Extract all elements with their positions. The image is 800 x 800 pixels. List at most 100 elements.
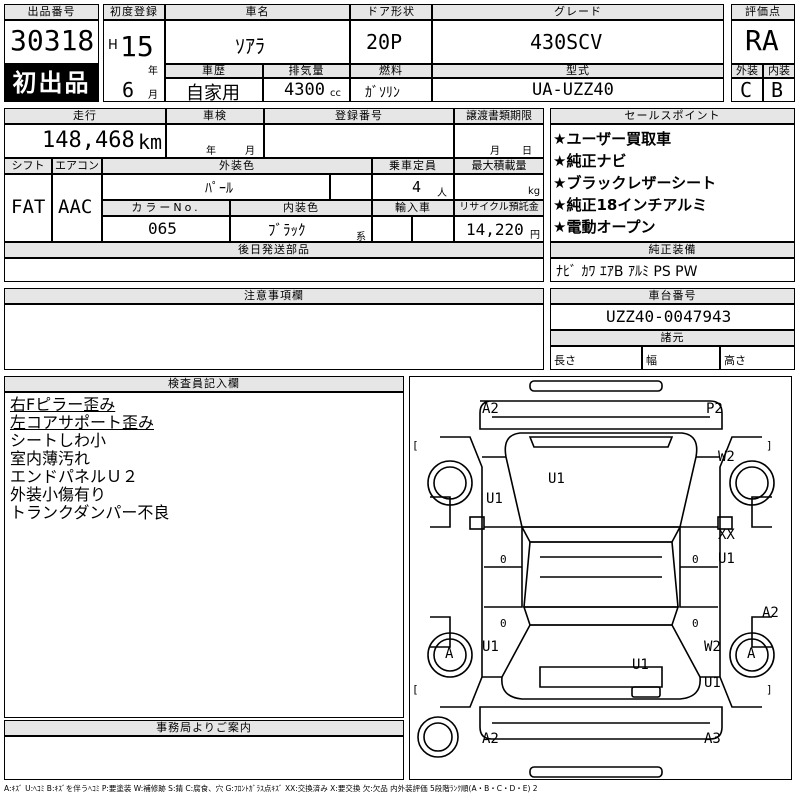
mileage-value: 148,468 xyxy=(42,128,135,153)
chassis-no-value: UZZ40-0047943 xyxy=(606,307,732,326)
header-genuine-equipment: 純正装備 xyxy=(550,242,795,258)
inspector-note-item: トランクダンパー不良 xyxy=(10,503,170,522)
dim-length-cell xyxy=(550,346,642,370)
genuine-equipment-value: ﾅﾋﾞ ｶﾜ ｴｱB ｱﾙﾐ PS PW xyxy=(556,264,698,280)
first-reg-month-unit: 月 xyxy=(148,90,158,101)
header-inspector-notes: 検査員記入欄 xyxy=(4,376,404,392)
aircon-cell xyxy=(52,174,102,242)
mark-left-rear-fender: U1 xyxy=(482,639,499,655)
inspector-note-item: 左コアサポート歪み xyxy=(10,413,155,432)
body-color-cell xyxy=(102,174,330,200)
first-reg-era: H xyxy=(108,38,118,53)
header-score: 評価点 xyxy=(731,4,795,20)
color-no-value: 065 xyxy=(148,219,177,238)
displacement-unit: cc xyxy=(330,88,341,99)
header-capacity: 乗車定員 xyxy=(372,158,454,174)
interior-color-cell xyxy=(230,216,372,242)
interior-color-value: ﾌﾞﾗｯｸ xyxy=(268,221,306,239)
exterior-grade: C xyxy=(740,78,753,102)
mark-right-rear-edge: A2 xyxy=(762,605,779,621)
shift-cell xyxy=(4,174,52,242)
reg-no-cell xyxy=(264,124,454,158)
bracket-right-upper: ] xyxy=(766,439,773,452)
dim-length-label: 長さ xyxy=(554,354,576,367)
dim-width-cell xyxy=(642,346,720,370)
transfer-month-unit: 月 xyxy=(490,146,500,157)
max-load-cell xyxy=(454,174,544,200)
header-fuel: 燃料 xyxy=(350,64,432,78)
inspector-note-item: エンドパネルＵ２ xyxy=(10,467,139,486)
grade-value: 430SCV xyxy=(530,30,603,54)
capacity-value: 4 xyxy=(412,178,422,196)
notes-cell xyxy=(4,304,544,370)
lot-number: 30318 xyxy=(10,24,95,57)
displacement-cell xyxy=(263,78,350,102)
color-no-cell xyxy=(102,216,230,242)
car-name: ｿｱﾗ xyxy=(235,34,265,58)
office-notice-cell xyxy=(4,736,404,780)
header-grade: グレード xyxy=(432,4,724,20)
header-chassis-no: 車台番号 xyxy=(550,288,795,304)
header-history: 車歴 xyxy=(165,64,263,78)
sales-point-item: ★電動オープン xyxy=(553,218,656,236)
header-sales-points: セールスポイント xyxy=(550,108,795,124)
history-value: 自家用 xyxy=(186,83,240,104)
bracket-left-upper: [ xyxy=(412,439,419,452)
capacity-cell xyxy=(372,174,454,200)
body-color-value: ﾊﾟｰﾙ xyxy=(205,181,233,197)
header-body-color: 外装色 xyxy=(102,158,372,174)
recycle-fee-cell xyxy=(454,216,544,242)
header-dimensions: 諸元 xyxy=(550,330,795,346)
header-notes: 注意事項欄 xyxy=(4,288,544,304)
transfer-deadline-cell xyxy=(454,124,544,158)
inspector-note-item: シートしわ小 xyxy=(10,431,107,450)
mark-rear-right: A3 xyxy=(704,731,721,747)
header-transfer-deadline: 譲渡書類期限 xyxy=(454,108,544,124)
header-model-code: 型式 xyxy=(432,64,724,78)
header-lot-no: 出品番号 xyxy=(4,4,99,20)
mark-trunk: U1 xyxy=(632,657,649,673)
genuine-equipment-cell xyxy=(550,258,795,282)
import-cell-2 xyxy=(412,216,454,242)
damage-legend: A:ｷｽﾞ U:ﾍｺﾐ B:ｷｽﾞを伴うﾍｺﾐ P:要塗装 W:補修跡 S:錆 … xyxy=(4,784,538,793)
header-aircon: エアコン xyxy=(52,158,102,174)
max-load-unit: kg xyxy=(528,186,541,197)
lot-no-cell xyxy=(4,20,99,64)
history-cell xyxy=(165,78,263,102)
inspection-year-unit: 年 xyxy=(206,146,216,157)
inspector-note-item: 外装小傷有り xyxy=(10,485,107,504)
model-code-cell xyxy=(432,78,724,102)
car-damage-diagram: [ ] [ ] A2 P2 W2 U1 U1 XX U1 0 0 0 0 A2 … xyxy=(409,376,792,780)
sales-point-item: ★純正ナビ xyxy=(553,152,627,170)
header-color-no: カラーNo. xyxy=(102,200,230,216)
header-max-load: 最大積載量 xyxy=(454,158,544,174)
first-reg-cell xyxy=(103,20,165,102)
dim-height-cell xyxy=(720,346,795,370)
header-interior: 内装 xyxy=(763,64,795,78)
interior-grade-cell xyxy=(763,78,795,102)
exterior-grade-cell xyxy=(731,78,763,102)
mark-zero-right-lower: 0 xyxy=(692,617,699,630)
sales-points-list: ★ユーザー買取車★純正ナビ★ブラックレザーシート★純正18インチアルミ★電動オー… xyxy=(553,128,716,238)
shift-value: FAT xyxy=(11,196,46,218)
chassis-no-cell xyxy=(550,304,795,330)
mileage-unit: km xyxy=(138,130,163,154)
mark-zero-left-lower: 0 xyxy=(500,617,507,630)
mileage-cell xyxy=(4,124,166,158)
model-code-value: UA-UZZ40 xyxy=(532,80,614,100)
header-shift: シフト xyxy=(4,158,52,174)
first-reg-month: 6 xyxy=(122,78,135,102)
displacement-value: 4300 xyxy=(284,80,325,100)
header-doors: ドア形状 xyxy=(350,4,432,20)
car-name-cell xyxy=(165,20,350,64)
dim-height-label: 高さ xyxy=(724,354,746,367)
body-color-extra-cell xyxy=(330,174,372,200)
header-first-reg: 初度登録 xyxy=(103,4,165,20)
header-recycle-fee: リサイクル預託金 xyxy=(454,200,544,216)
sales-points-cell xyxy=(550,124,795,242)
header-inspection: 車検 xyxy=(166,108,264,124)
doors-value: 20P xyxy=(366,30,403,54)
inspector-note-item: 室内薄汚れ xyxy=(10,449,91,468)
first-time-badge: 初出品 xyxy=(4,64,99,102)
